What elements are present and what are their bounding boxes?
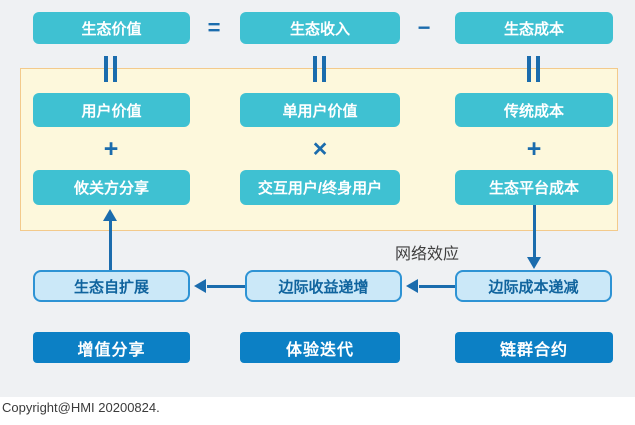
box-eco-value: 生态价值 xyxy=(33,12,190,44)
box-interactive-lifetime-users: 交互用户/终身用户 xyxy=(240,170,400,205)
copyright-text: Copyright@HMI 20200824. xyxy=(2,400,160,415)
left-arrow-line-2 xyxy=(419,285,455,288)
equivalence-mark-col2 xyxy=(313,56,327,82)
box-stakeholder-sharing: 攸关方分享 xyxy=(33,170,190,205)
left-arrow-icon-2 xyxy=(406,279,418,293)
down-arrow-line xyxy=(533,205,536,259)
box-chain-group-contract: 链群合约 xyxy=(455,332,613,363)
box-eco-self-expansion: 生态自扩展 xyxy=(33,270,190,302)
box-increasing-marginal-revenue: 边际收益递增 xyxy=(245,270,402,302)
minus-operator: − xyxy=(417,15,431,40)
box-user-value: 用户价值 xyxy=(33,93,190,127)
equivalence-mark-col3 xyxy=(527,56,541,82)
box-eco-platform-cost: 生态平台成本 xyxy=(455,170,613,205)
box-per-user-value: 单用户价值 xyxy=(240,93,400,127)
multiply-operator-col2: × xyxy=(312,134,328,163)
equivalence-mark-col1 xyxy=(104,56,118,82)
box-traditional-cost: 传统成本 xyxy=(455,93,613,127)
left-arrow-line-1 xyxy=(207,285,245,288)
up-arrow-icon xyxy=(103,209,117,221)
plus-operator-col3: + xyxy=(526,134,542,163)
network-effect-label: 网络效应 xyxy=(395,246,460,263)
left-arrow-icon-1 xyxy=(194,279,206,293)
up-arrow-line xyxy=(109,220,112,270)
box-eco-cost: 生态成本 xyxy=(455,12,613,44)
box-eco-income: 生态收入 xyxy=(240,12,400,44)
box-experience-iteration: 体验迭代 xyxy=(240,332,400,363)
diagram-canvas: 生态价值 = 生态收入 − 生态成本 用户价值 单用户价值 传统成本 + × +… xyxy=(0,0,635,397)
down-arrow-icon xyxy=(527,257,541,269)
equals-operator: = xyxy=(207,15,221,40)
box-value-added-sharing: 增值分享 xyxy=(33,332,190,363)
plus-operator-col1: + xyxy=(103,134,119,163)
box-decreasing-marginal-cost: 边际成本递减 xyxy=(455,270,612,302)
